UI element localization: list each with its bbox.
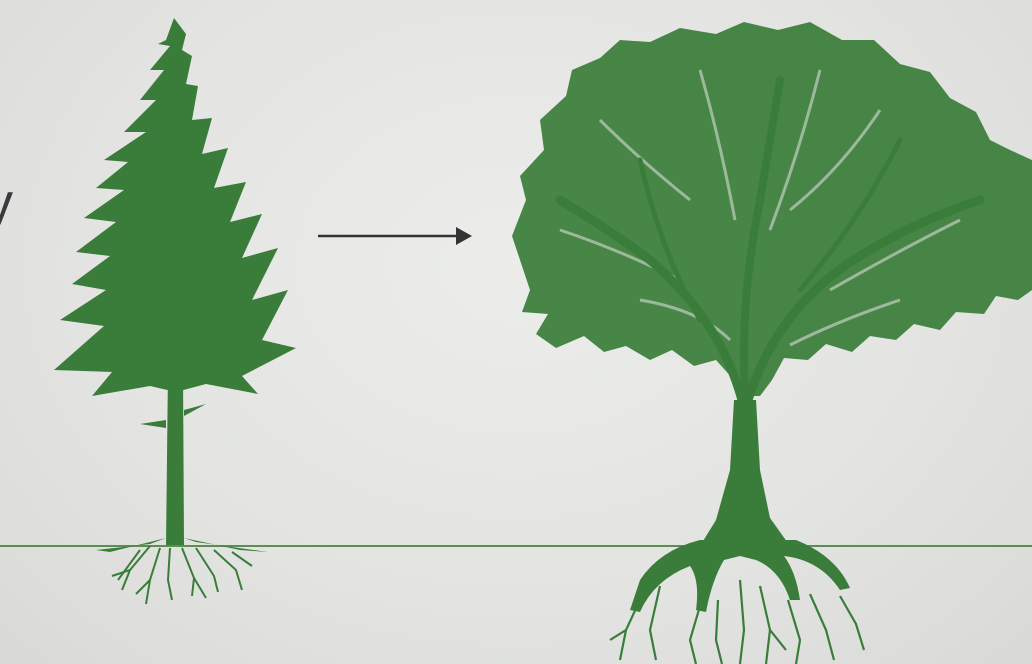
conifer-tree-icon: [54, 18, 296, 552]
deciduous-tree-icon: [512, 22, 1032, 612]
conifer-roots: [112, 546, 252, 604]
arrow-right-icon: [318, 227, 472, 245]
